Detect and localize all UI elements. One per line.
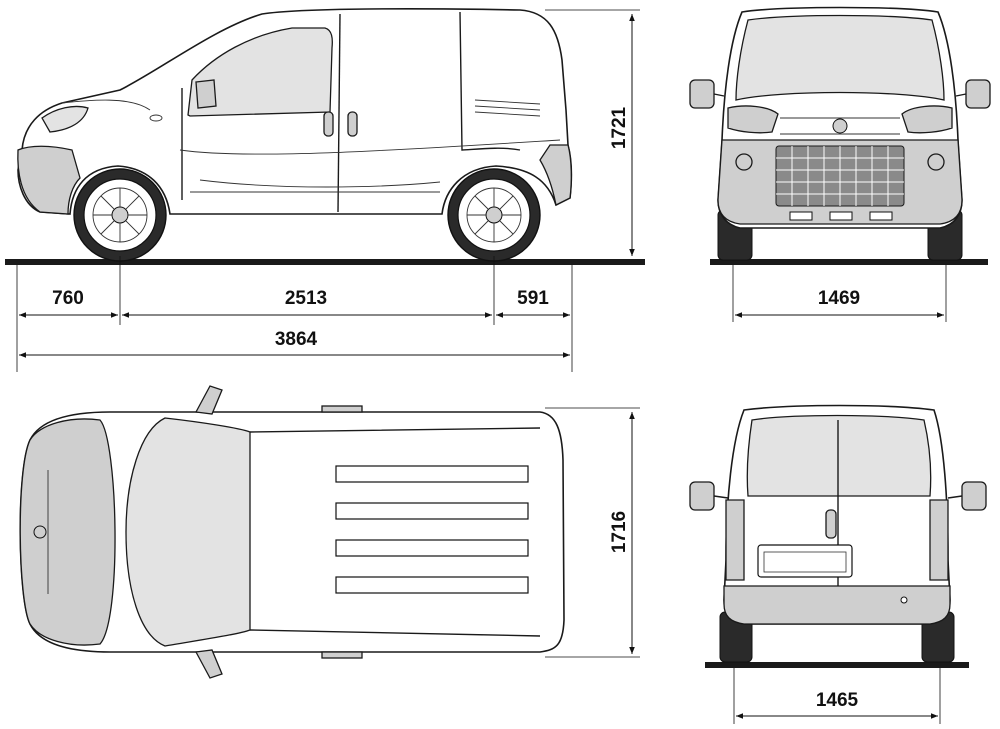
- side-bonnet-line: [61, 99, 151, 111]
- side-view: 1721 760 2513 591 3864: [5, 8, 645, 372]
- height-label: 1721: [609, 106, 630, 149]
- front-lower-vent-2: [829, 211, 853, 221]
- rear-mirror-arms: [713, 495, 963, 499]
- top-view: 1716: [19, 385, 640, 679]
- side-vent-slats: [474, 99, 541, 117]
- side-rear-bumper: [539, 144, 572, 206]
- rear-track-label: 1465: [816, 690, 859, 711]
- front-right-headlight: [901, 105, 953, 134]
- top-roof-edges: [249, 427, 541, 637]
- side-front-door-handle: [323, 111, 334, 137]
- rear-left-lamp: [725, 499, 745, 581]
- front-track-label: 1469: [818, 288, 860, 309]
- side-front-window: [187, 27, 333, 117]
- rear-right-lamp: [929, 499, 949, 581]
- front-view: 1469: [689, 6, 991, 322]
- top-roof-rib-1: [335, 465, 529, 483]
- side-ground-line: [5, 259, 645, 265]
- overall-length-label: 3864: [275, 329, 318, 350]
- front-left-foglight: [735, 153, 753, 171]
- rear-tow-eye: [900, 596, 908, 604]
- top-roof-rib-3: [335, 539, 529, 557]
- front-left-mirror: [689, 79, 715, 109]
- rear-overhang-label: 591: [517, 288, 549, 309]
- top-badge: [33, 525, 47, 539]
- top-bonnet: [19, 418, 116, 646]
- side-rear-wheel: [447, 168, 541, 262]
- side-mirror: [195, 79, 217, 109]
- top-roof-rib-4: [335, 576, 529, 594]
- top-roof-rib-2: [335, 502, 529, 520]
- front-overhang-label: 760: [52, 288, 84, 309]
- side-indicator: [149, 114, 163, 122]
- front-right-mirror: [965, 79, 991, 109]
- front-bonnet-lines: [780, 117, 900, 135]
- front-badge: [832, 118, 848, 134]
- rear-right-mirror: [961, 481, 987, 511]
- width-label: 1716: [609, 511, 630, 553]
- top-windscreen: [125, 417, 251, 647]
- front-grille-bars: [776, 146, 904, 206]
- rear-left-mirror: [689, 481, 715, 511]
- side-headlight: [41, 105, 89, 133]
- side-front-wheel: [73, 168, 167, 262]
- side-sliding-door-edge: [459, 11, 521, 151]
- front-lower-vent-1: [789, 211, 813, 221]
- side-lower-crease: [199, 179, 441, 188]
- top-right-mirror: [194, 649, 223, 679]
- side-door-split: [337, 13, 341, 213]
- top-left-mirror: [194, 385, 223, 415]
- front-windscreen: [735, 14, 945, 101]
- side-shoulder-line: [179, 139, 561, 155]
- side-front-bumper: [17, 145, 81, 215]
- rear-bumper: [723, 585, 951, 625]
- front-left-headlight: [727, 105, 779, 134]
- front-ground-line: [710, 259, 988, 265]
- front-right-foglight: [927, 153, 945, 171]
- rear-view: 1465: [689, 404, 987, 724]
- side-sliding-door-handle: [347, 111, 358, 137]
- rear-window: [746, 414, 932, 497]
- rear-ground-line: [705, 662, 969, 668]
- wheelbase-label: 2513: [285, 288, 327, 309]
- rear-door-handle: [825, 509, 837, 539]
- top-left-handle: [321, 405, 363, 413]
- top-right-handle: [321, 651, 363, 659]
- rear-licence-plate: [763, 551, 847, 573]
- front-lower-vent-3: [869, 211, 893, 221]
- front-mirror-arms: [713, 93, 967, 97]
